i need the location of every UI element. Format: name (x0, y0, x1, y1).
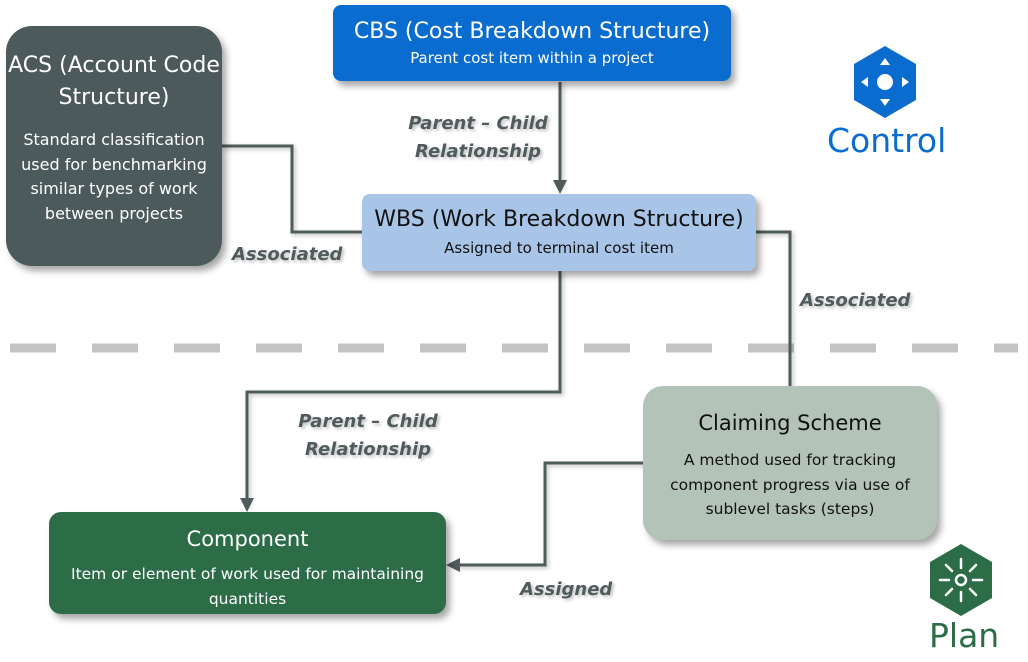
cbs-title: CBS (Cost Breakdown Structure) (353, 19, 711, 44)
acs-subtitle: Standard classification used for benchma… (21, 130, 207, 223)
arrowhead-component-right (446, 558, 460, 572)
claiming-title: Claiming Scheme (698, 411, 882, 435)
edge-label-wbs-component: Parent – Child Relationship (298, 411, 438, 460)
edge-wbs-to-claiming (756, 230, 792, 386)
compass-sunburst-icon (930, 544, 992, 616)
wbs-title: WBS (Work Breakdown Structure) (374, 207, 744, 232)
arrowhead-wbs (553, 180, 567, 194)
wbs-node: WBS (Work Breakdown Structure) Assigned … (362, 194, 756, 271)
edge-label-claiming-component: Assigned (520, 579, 613, 600)
acs-node: ACS (Account Code Structure) Standard cl… (6, 26, 222, 266)
cbs-node: CBS (Cost Breakdown Structure) Parent co… (333, 5, 731, 81)
edge-label-acs-wbs: Associated (232, 244, 343, 265)
edge-acs-to-wbs (222, 144, 362, 234)
wbs-subtitle: Assigned to terminal cost item (444, 239, 674, 257)
acs-title: ACS (Account Code Structure) (8, 53, 220, 110)
cbs-subtitle: Parent cost item within a project (410, 49, 654, 67)
arrowhead-component-top (240, 498, 254, 512)
claiming-scheme-node: Claiming Scheme A method used for tracki… (643, 386, 937, 540)
edge-label-wbs-claiming: Associated (800, 290, 911, 311)
control-label: Control (827, 121, 947, 160)
claiming-subtitle: A method used for tracking component pro… (670, 451, 910, 518)
edge-wbs-to-component (245, 271, 562, 506)
component-title: Component (186, 527, 309, 551)
navigation-pad-icon (854, 46, 916, 118)
edge-label-cbs-wbs: Parent – Child Relationship (408, 113, 548, 162)
component-subtitle: Item or element of work used for maintai… (71, 565, 424, 608)
plan-label: Plan (929, 616, 1000, 655)
component-node: Component Item or element of work used f… (49, 512, 446, 614)
edge-claiming-to-component (452, 461, 643, 567)
